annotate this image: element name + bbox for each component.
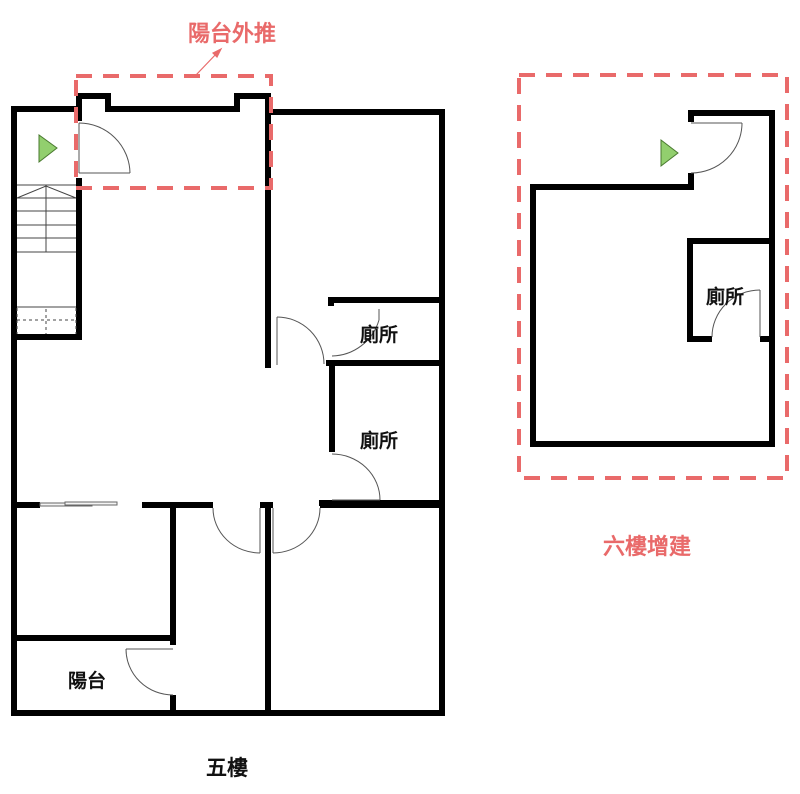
sixth-floor-plan: [517, 73, 789, 480]
balcony-door: [125, 648, 174, 696]
toilet-2-label: 廁所: [360, 430, 399, 452]
toilet-2-door: [331, 453, 381, 501]
balcony-extension-label: 陽台外推: [188, 22, 277, 47]
sixth-toilet-label: 廁所: [706, 286, 745, 308]
staircase: [16, 184, 77, 334]
sixth-entry-door: [690, 122, 743, 174]
fifth-floor-title: 五樓: [206, 756, 248, 780]
entry-arrow-icon: [38, 134, 58, 164]
sixth-walls: [530, 110, 775, 447]
lower-walls: [14, 502, 442, 713]
balcony-extension-outline: [74, 74, 273, 190]
sixth-floor-addition-outline: [517, 73, 789, 480]
outer-walls: [11, 93, 445, 716]
stair-enclosure: [17, 178, 82, 340]
double-doors: [212, 507, 321, 554]
toilet-1-door: [331, 309, 380, 357]
door-hall: [276, 316, 325, 365]
sixth-toilet-door: [711, 289, 761, 338]
entry-arrow-icon: [660, 138, 679, 168]
toilet-1-label: 廁所: [360, 324, 399, 346]
entry-door: [78, 122, 131, 174]
pointer-arrow-icon: [195, 47, 223, 76]
fifth-floor-plan: [11, 93, 445, 716]
sixth-floor-addition-label: 六樓增建: [603, 535, 692, 560]
balcony-label: 陽台: [68, 670, 107, 692]
sliding-door: [39, 501, 118, 507]
